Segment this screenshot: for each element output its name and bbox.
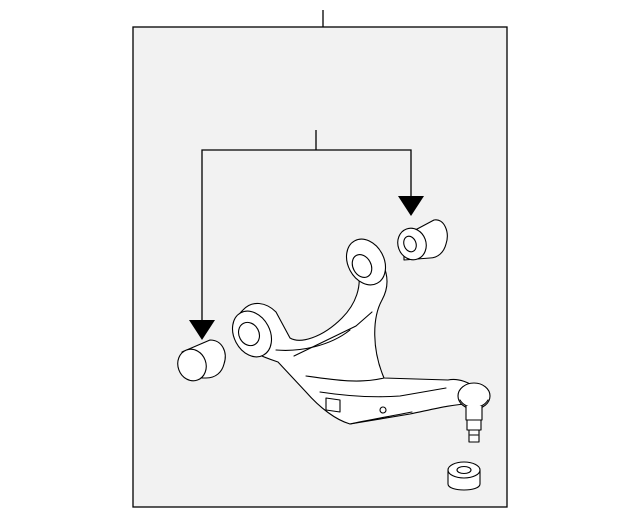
front-bushing[interactable] <box>173 339 226 385</box>
rear-bushing[interactable] <box>393 219 448 264</box>
bushing-callout-bracket <box>189 130 424 340</box>
assembly-frame <box>132 26 508 508</box>
arrowhead-front-bushing <box>189 320 215 340</box>
ball-joint[interactable] <box>457 382 491 443</box>
arrowhead-rear-bushing <box>398 196 424 216</box>
washer[interactable] <box>447 461 481 491</box>
control-arm[interactable] <box>225 232 479 425</box>
